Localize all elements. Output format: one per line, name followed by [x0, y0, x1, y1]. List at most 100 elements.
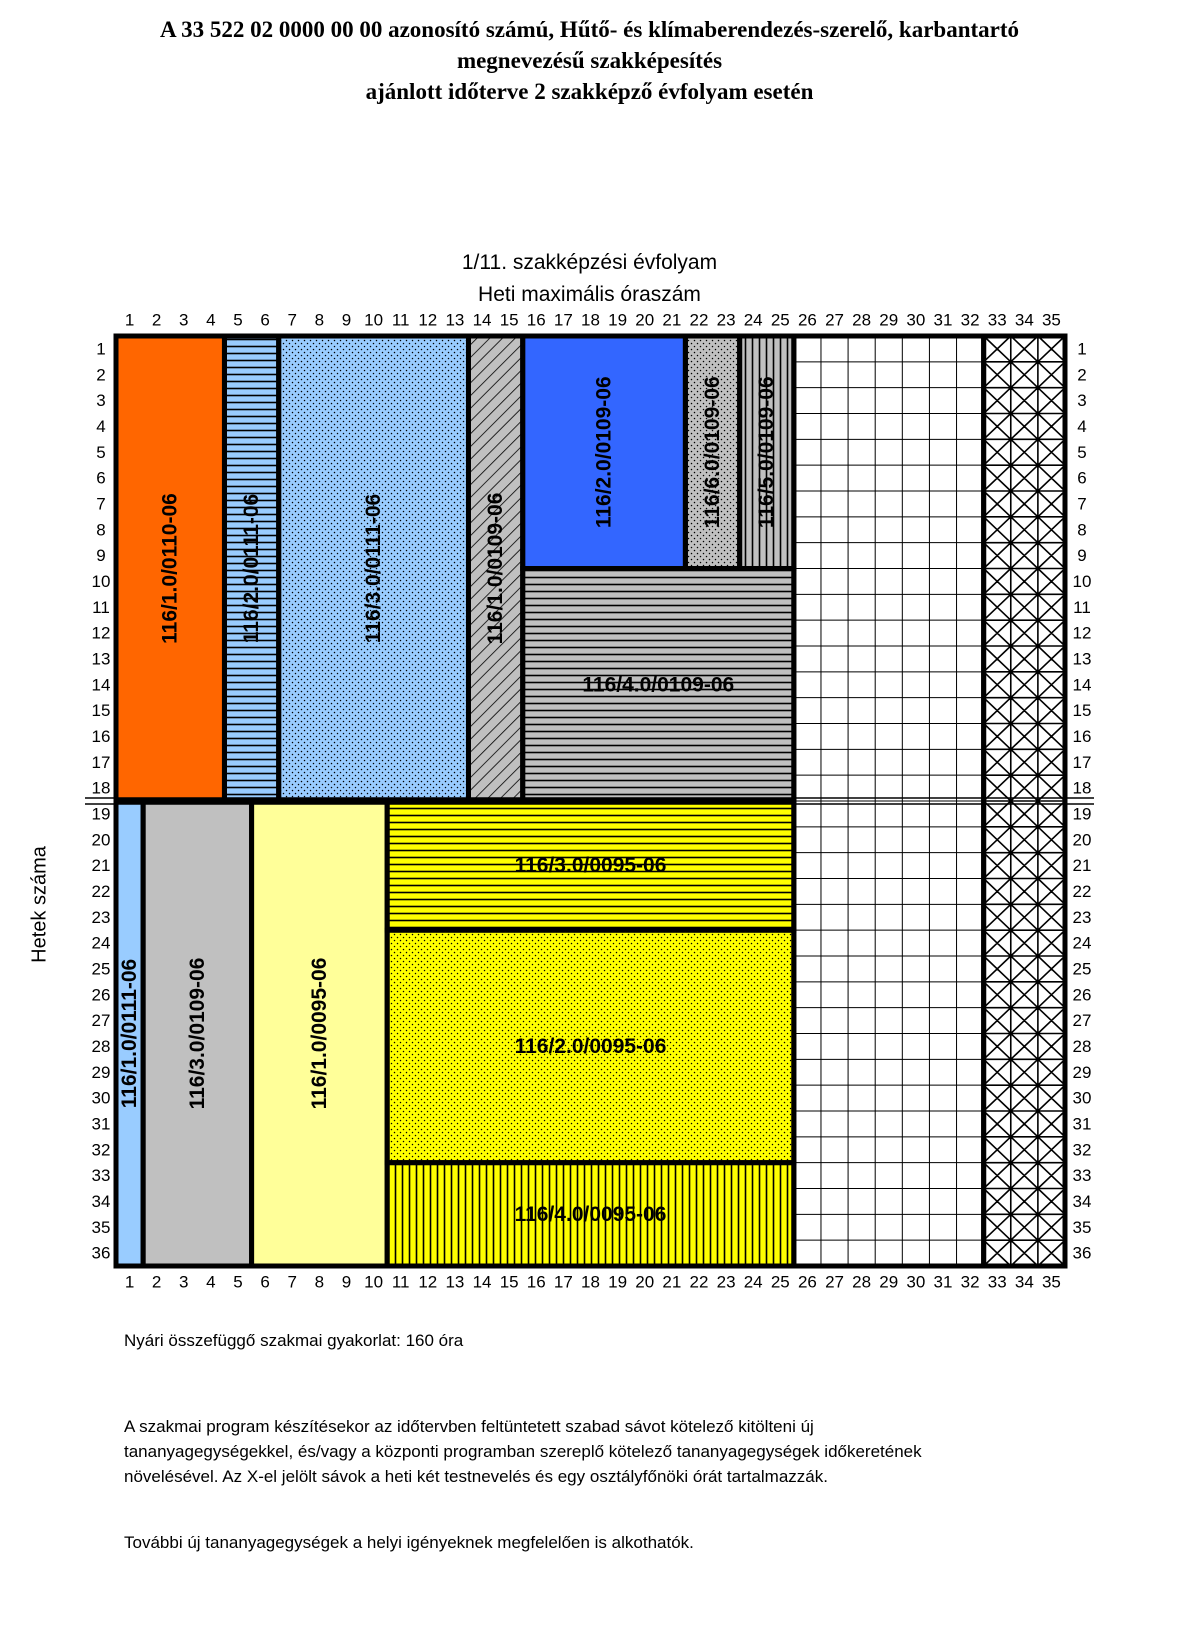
- column-number-top: 35: [1042, 311, 1061, 330]
- column-number-bottom: 19: [608, 1273, 627, 1292]
- column-number-bottom: 7: [288, 1273, 297, 1292]
- column-number-top: 5: [233, 311, 242, 330]
- column-number-bottom: 30: [906, 1273, 925, 1292]
- free-band-note-line-1: A szakmai program készítésekor az időter…: [124, 1417, 814, 1436]
- column-number-top: 11: [392, 311, 410, 330]
- block-pattern-116-3-0-0111-06: [278, 336, 469, 801]
- block-label-116-4-0-0109-06: 116/4.0/0109-06: [582, 673, 734, 696]
- column-number-top: 31: [934, 311, 953, 330]
- week-number-right: 15: [1073, 701, 1092, 720]
- block-label-116-2-0-0095-06: 116/2.0/0095-06: [515, 1035, 667, 1058]
- week-number-right: 5: [1077, 443, 1086, 462]
- week-number-right: 10: [1073, 572, 1092, 591]
- week-number-right: 8: [1077, 520, 1086, 539]
- block-pattern-116-6-0-0109-06: [685, 336, 740, 569]
- week-number-left: 13: [92, 649, 111, 668]
- column-number-top: 7: [288, 311, 297, 330]
- week-number-right: 16: [1073, 727, 1092, 746]
- block-pattern-116-3-0-0095-06: [387, 801, 794, 931]
- block-pattern-116-2-0-0111-06: [224, 336, 279, 801]
- column-number-top: 34: [1015, 311, 1034, 330]
- block-pattern-116-2-0-0095-06: [387, 930, 794, 1163]
- column-number-bottom: 9: [342, 1273, 351, 1292]
- free-band-note-line-2: tananyagegységekkel, és/vagy a központi …: [124, 1442, 922, 1461]
- column-number-bottom: 21: [662, 1273, 681, 1292]
- week-number-right: 34: [1073, 1192, 1092, 1211]
- week-number-left: 9: [96, 546, 105, 565]
- column-number-bottom: 4: [206, 1273, 215, 1292]
- column-number-top: 22: [689, 311, 708, 330]
- column-number-bottom: 22: [689, 1273, 708, 1292]
- column-number-top: 33: [988, 311, 1007, 330]
- column-number-top: 1: [125, 311, 134, 330]
- title-line-2: megnevezésű szakképesítés: [456, 48, 723, 73]
- chart-heading-year: 1/11. szakképzési évfolyam: [461, 251, 718, 274]
- column-number-bottom: 11: [392, 1273, 410, 1292]
- week-number-left: 3: [96, 391, 105, 410]
- column-number-bottom: 13: [445, 1273, 464, 1292]
- column-number-top: 3: [179, 311, 188, 330]
- week-number-left: 15: [92, 701, 111, 720]
- column-number-bottom: 33: [988, 1273, 1007, 1292]
- week-number-right: 2: [1077, 365, 1086, 384]
- column-number-top: 15: [500, 311, 519, 330]
- week-number-right: 12: [1073, 624, 1092, 643]
- week-number-left: 24: [92, 934, 111, 953]
- chart-heading-hours: Heti maximális óraszám: [478, 283, 701, 306]
- week-number-right: 17: [1073, 753, 1092, 772]
- block-pattern-116-5-0-0109-06: [739, 336, 794, 569]
- week-number-left: 23: [92, 908, 111, 927]
- week-number-left: 29: [92, 1063, 111, 1082]
- column-number-bottom: 15: [500, 1273, 519, 1292]
- grid-frame: [113, 333, 1068, 1269]
- week-number-left: 6: [96, 469, 105, 488]
- column-number-bottom: 8: [315, 1273, 324, 1292]
- week-number-left: 5: [96, 443, 105, 462]
- column-number-bottom: 16: [527, 1273, 546, 1292]
- week-number-left: 17: [92, 753, 111, 772]
- week-number-right: 30: [1073, 1089, 1092, 1108]
- free-band-note: A szakmai program készítésekor az időter…: [124, 1414, 1144, 1489]
- week-number-right: 3: [1077, 391, 1086, 410]
- column-number-top: 21: [662, 311, 681, 330]
- column-number-bottom: 14: [473, 1273, 492, 1292]
- block-116-1-0-0095-06: [251, 801, 388, 1266]
- title-line-1: A 33 522 02 0000 00 00 azonosító számú, …: [159, 17, 1020, 42]
- column-number-top: 16: [527, 311, 546, 330]
- block-label-116-3-0-0109-06: 116/3.0/0109-06: [186, 958, 209, 1110]
- week-number-left: 7: [96, 494, 105, 513]
- column-number-top: 19: [608, 311, 627, 330]
- week-number-left: 14: [92, 675, 111, 694]
- column-number-top: 17: [554, 311, 573, 330]
- week-number-left: 32: [92, 1140, 111, 1159]
- week-number-left: 8: [96, 520, 105, 539]
- week-number-left: 12: [92, 624, 111, 643]
- column-number-top: 26: [798, 311, 817, 330]
- week-number-left: 33: [92, 1166, 111, 1185]
- free-band-note-line-3: növelésével. Az X-el jelölt sávok a heti…: [124, 1467, 828, 1486]
- column-number-top: 4: [206, 311, 215, 330]
- column-number-top: 30: [906, 311, 925, 330]
- week-number-left: 27: [92, 1011, 111, 1030]
- week-number-right: 26: [1073, 985, 1092, 1004]
- week-number-left: 31: [92, 1114, 111, 1133]
- block-label-116-1-0-0109-06: 116/1.0/0109-06: [484, 493, 507, 645]
- column-number-top: 29: [879, 311, 898, 330]
- column-number-top: 2: [152, 311, 161, 330]
- block-label-116-1-0-0111-06: 116/1.0/0111-06: [118, 959, 141, 1109]
- week-number-left: 34: [92, 1192, 111, 1211]
- week-number-left: 30: [92, 1089, 111, 1108]
- week-number-right: 32: [1073, 1140, 1092, 1159]
- week-number-left: 16: [92, 727, 111, 746]
- column-number-bottom: 26: [798, 1273, 817, 1292]
- week-number-left: 25: [92, 959, 111, 978]
- week-number-right: 19: [1073, 804, 1092, 823]
- column-number-top: 25: [771, 311, 790, 330]
- week-number-right: 4: [1077, 417, 1086, 436]
- week-number-left: 10: [92, 572, 111, 591]
- week-number-right: 22: [1073, 882, 1092, 901]
- week-number-right: 29: [1073, 1063, 1092, 1082]
- column-number-top: 8: [315, 311, 324, 330]
- block-label-116-3-0-0111-06: 116/3.0/0111-06: [362, 494, 385, 644]
